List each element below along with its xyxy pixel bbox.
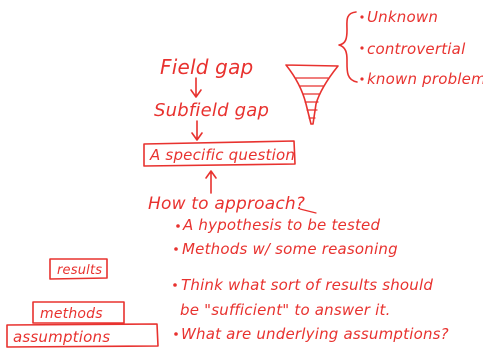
curly-brace-icon [338,11,358,83]
specific-question-box [143,140,296,167]
field-gap-label: Field gap [160,55,253,79]
pyramid-bottom-box [6,323,159,348]
funnel-icon [285,64,339,125]
pyramid-middle-box [32,301,125,324]
pyramid-top-box [49,258,108,280]
approach-item-assumptions: What are underlying assumptions? [181,325,449,343]
strike-mark [299,208,317,214]
pyramid-top-label: results [57,263,102,278]
pyramid-bottom-label: assumptions [13,328,110,346]
gap-type-unknown: Unknown [367,8,438,26]
bullet-dot [173,283,177,287]
gap-type-controversial: controvertial [367,40,466,58]
approach-item-methods: Methods w/ some reasoning [182,240,398,258]
approach-heading: How to approach? [148,194,305,214]
arrow-subfield-to-question [191,120,203,141]
arrow-approach-to-question [205,170,217,194]
bullet-dot [360,15,364,19]
approach-item-hypothesis: A hypothesis to be tested [182,216,380,234]
specific-question-label: A specific question [149,146,295,164]
pyramid-middle-label: methods [40,306,103,322]
subfield-gap-label: Subfield gap [154,100,269,121]
gap-type-known-problem: known problem [367,70,483,88]
arrow-field-to-subfield [190,77,202,98]
bullet-dot [176,224,180,228]
approach-item-results-line1: Think what sort of results should [181,276,433,294]
bullet-dot [360,46,364,50]
bullet-dot [360,77,364,81]
funnel-shading [295,77,329,119]
bullet-dot [174,247,178,251]
bullet-dot [174,332,178,336]
approach-item-results-line2: be "sufficient" to answer it. [180,301,391,319]
